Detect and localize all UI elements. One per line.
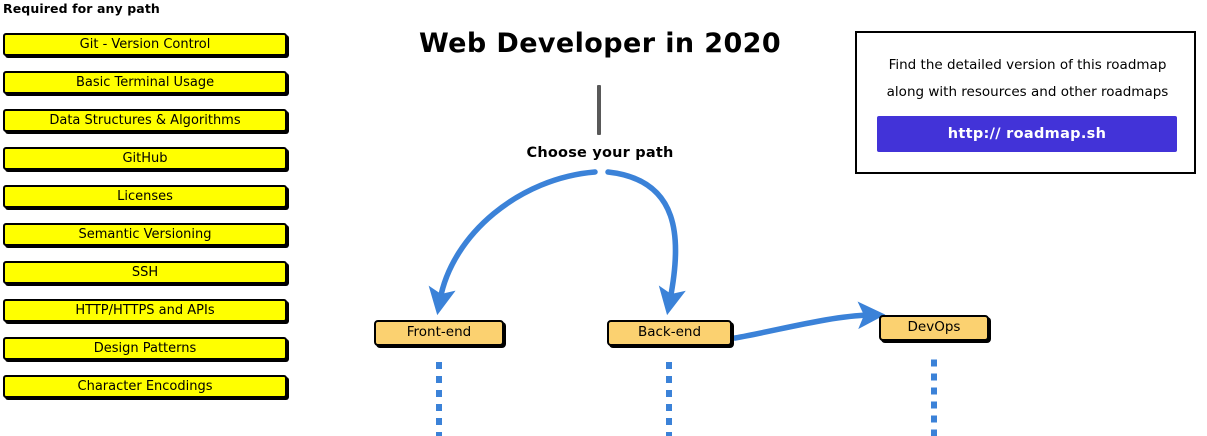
info-card-line-2: along with resources and other roadmaps [886, 84, 1169, 100]
path-node-label: Front-end [406, 324, 472, 341]
required-topic-label: Data Structures & Algorithms [49, 113, 241, 128]
required-topic-github[interactable]: GitHub [3, 147, 287, 170]
path-node-devops[interactable]: DevOps [879, 315, 989, 341]
required-topic-label: HTTP/HTTPS and APIs [75, 303, 215, 318]
required-topic-label: Semantic Versioning [78, 227, 212, 242]
title-connector-line [597, 85, 601, 135]
detailed-version-info-card: Find the detailed version of this roadma… [855, 31, 1196, 174]
choose-your-path-label: Choose your path [526, 145, 674, 161]
roadmap-sh-link-button[interactable]: http:// roadmap.sh [877, 116, 1177, 152]
arrow-to-back-end [605, 169, 686, 316]
roadmap-sh-link-label: http:// roadmap.sh [947, 126, 1107, 142]
path-node-label: Back-end [637, 324, 702, 341]
path-node-back-end[interactable]: Back-end [607, 320, 732, 346]
required-topic-basic-terminal-usage[interactable]: Basic Terminal Usage [3, 71, 287, 94]
required-topic-licenses[interactable]: Licenses [3, 185, 287, 208]
branch-arrows-group [428, 169, 886, 341]
path-node-label: DevOps [907, 319, 961, 336]
arrow-to-front-end [428, 169, 598, 316]
required-topic-git[interactable]: Git - Version Control [3, 33, 287, 56]
required-topic-label: Character Encodings [77, 379, 213, 394]
dotted-trail-front-end [436, 358, 442, 436]
arrow-back-end-to-devops [732, 301, 886, 341]
required-topic-data-structures-algorithms[interactable]: Data Structures & Algorithms [3, 109, 287, 132]
required-topic-label: Basic Terminal Usage [75, 75, 215, 90]
dotted-trail-devops [931, 353, 937, 436]
required-topic-label: SSH [131, 265, 159, 280]
dotted-trail-back-end [666, 358, 672, 436]
info-card-line-1: Find the detailed version of this roadma… [888, 57, 1167, 73]
required-topic-ssh[interactable]: SSH [3, 261, 287, 284]
required-topics-list: Git - Version Control Basic Terminal Usa… [3, 33, 293, 413]
required-topic-label: Design Patterns [93, 341, 197, 356]
required-topic-design-patterns[interactable]: Design Patterns [3, 337, 287, 360]
required-topic-label: GitHub [122, 151, 168, 166]
required-topic-character-encodings[interactable]: Character Encodings [3, 375, 287, 398]
required-topic-label: Git - Version Control [79, 37, 211, 52]
required-for-any-path-panel: Required for any path Git - Version Cont… [0, 0, 300, 436]
required-topic-label: Licenses [117, 189, 173, 204]
required-topic-http-https-and-apis[interactable]: HTTP/HTTPS and APIs [3, 299, 287, 322]
required-topic-semantic-versioning[interactable]: Semantic Versioning [3, 223, 287, 246]
required-section-heading: Required for any path [3, 1, 160, 16]
roadmap-header-column: Web Developer in 2020 Choose your path [330, 0, 870, 436]
path-node-front-end[interactable]: Front-end [374, 320, 504, 346]
page-title: Web Developer in 2020 [418, 28, 782, 59]
